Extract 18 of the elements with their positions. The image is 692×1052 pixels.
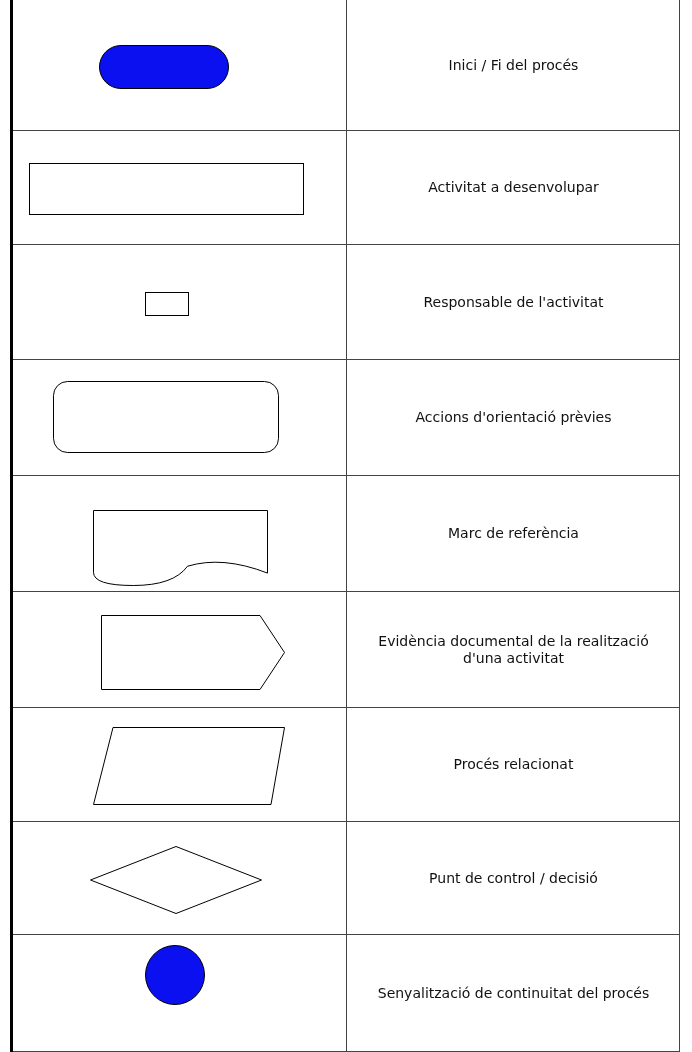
- decision-diamond: [90, 846, 262, 914]
- symbol-description: Punt de control / decisió: [429, 869, 598, 887]
- symbol-description: Accions d'orientació prèvies: [415, 409, 612, 426]
- symbol-description: Evidència documental de la realització d'una activitat: [377, 632, 650, 667]
- process-symbol: [29, 163, 304, 215]
- symbol-description: Marc de referència: [448, 525, 579, 542]
- rounded-rect-symbol: [53, 381, 279, 453]
- symbol-description: Procés relacionat: [453, 756, 574, 773]
- symbol-description: Responsable de l'activitat: [423, 293, 604, 311]
- connector-circle: [145, 945, 205, 1005]
- document-symbol: [93, 510, 268, 586]
- symbol-description: Activitat a desenvolupar: [428, 179, 599, 196]
- pentagon-arrow-symbol: [101, 615, 285, 690]
- terminal-symbol: [99, 45, 229, 89]
- parallelogram-symbol: [93, 727, 285, 805]
- symbol-description: Senyalització de continuitat del procés: [377, 984, 650, 1002]
- responsible-symbol: [145, 292, 189, 316]
- symbol-description: Inici / Fi del procés: [448, 56, 579, 74]
